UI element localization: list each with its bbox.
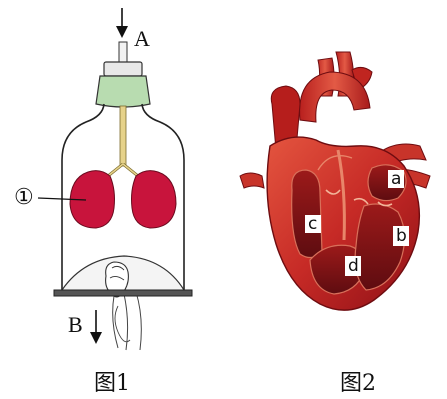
chamber-label-d: d: [345, 256, 361, 276]
label-b: B: [68, 312, 83, 337]
right-lung-balloon: [132, 171, 177, 228]
arrow-b: [90, 310, 102, 344]
rubber-stopper: [96, 62, 150, 107]
svg-text:d: d: [348, 256, 359, 276]
label-a: A: [134, 26, 150, 51]
chamber-label-b: b: [393, 226, 409, 246]
chamber-c: [292, 170, 322, 258]
marker-1: ①: [14, 184, 34, 209]
svg-text:a: a: [391, 169, 401, 189]
arrow-a: [116, 8, 128, 38]
figure-1-bell-jar-model: A ①: [14, 8, 192, 396]
figure-2-heart-section: a b c d 图2: [240, 52, 430, 396]
svg-text:c: c: [308, 214, 317, 234]
chamber-label-a: a: [388, 169, 404, 189]
figure-1-caption: 图1: [94, 371, 130, 396]
svg-text:b: b: [396, 226, 407, 246]
base-plate: [54, 290, 192, 296]
figure-2-caption: 图2: [340, 371, 376, 396]
trachea: [108, 106, 138, 176]
chamber-label-c: c: [305, 214, 321, 234]
